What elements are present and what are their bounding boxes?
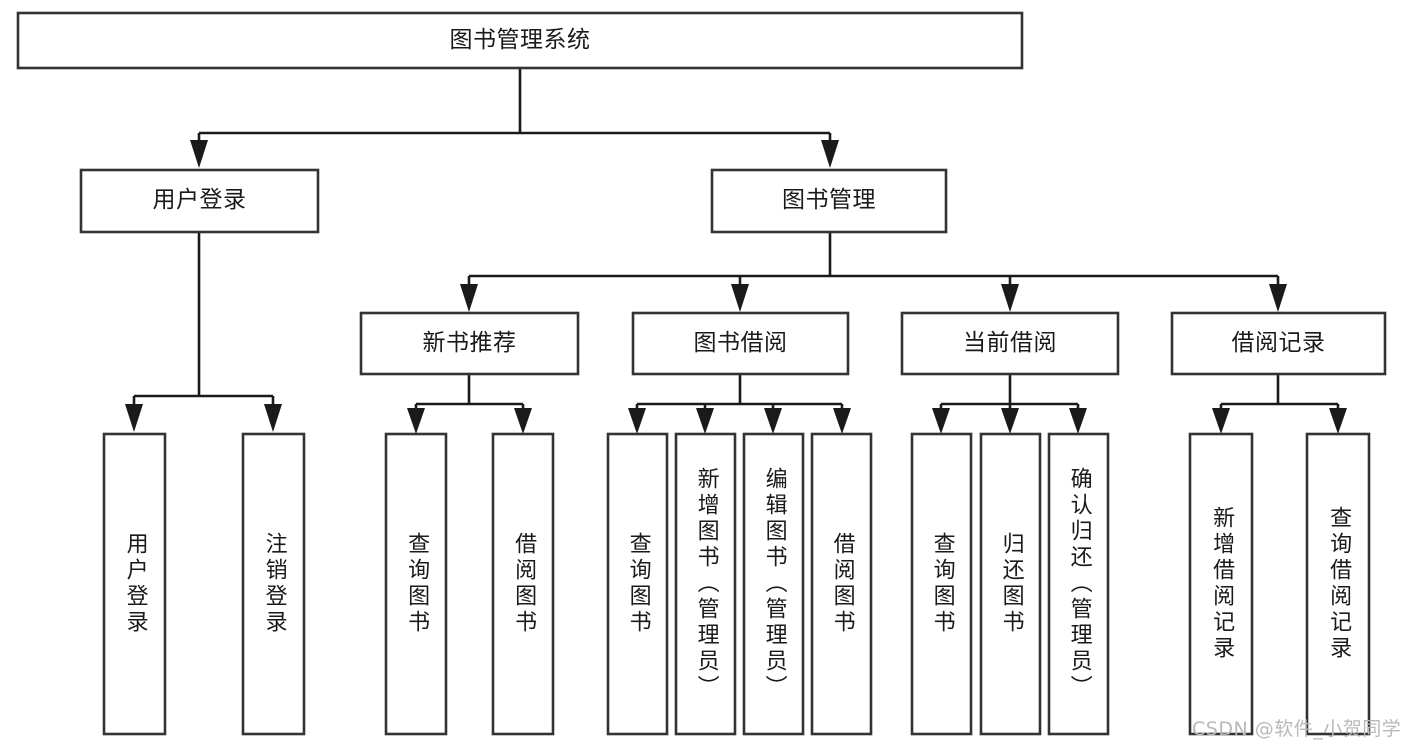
node-box-leaf-br-1[interactable] — [1188, 432, 1254, 736]
arrowhead-br-leaf2 — [1329, 408, 1347, 434]
arrowhead-bb-leaf2 — [696, 408, 714, 434]
arrowhead-nbr-leaf2 — [514, 408, 532, 434]
arrowhead-cb-leaf3 — [1069, 408, 1087, 434]
arrowhead-bb-leaf1 — [628, 408, 646, 434]
node-box-new-book-recommend[interactable] — [359, 311, 580, 376]
node-box-leaf-bb-3[interactable] — [742, 432, 805, 736]
node-box-current-borrow[interactable] — [900, 311, 1120, 376]
connectors-book-manage-to-level3 — [460, 232, 1287, 312]
node-box-leaf-cb-1[interactable] — [910, 432, 973, 736]
connectors-root-to-level2 — [190, 68, 839, 168]
connectors-new-book-recommend-to-leaves — [407, 374, 532, 434]
arrowhead-nbr-leaf1 — [407, 408, 425, 434]
node-box-book-borrow[interactable] — [631, 311, 850, 376]
node-box-leaf-bb-2[interactable] — [674, 432, 737, 736]
arrowhead-borrow-record — [1269, 284, 1287, 312]
node-box-leaf-nbr-1[interactable] — [384, 432, 448, 736]
connectors-user-login-to-leaves — [125, 232, 282, 432]
node-box-leaf-nbr-2[interactable] — [491, 432, 555, 736]
node-box-leaf-cb-2[interactable] — [979, 432, 1042, 736]
arrowhead-new-book-recommend — [460, 284, 478, 312]
node-box-leaf-ul-2[interactable] — [241, 432, 306, 736]
arrowhead-book-manage — [821, 140, 839, 168]
arrowhead-br-leaf1 — [1212, 408, 1230, 434]
arrowhead-ul-leaf2 — [264, 404, 282, 432]
connectors-book-borrow-to-leaves — [628, 374, 851, 434]
connectors-borrow-record-to-leaves — [1212, 374, 1347, 434]
node-box-leaf-bb-1[interactable] — [606, 432, 669, 736]
arrowhead-ul-leaf1 — [125, 404, 143, 432]
arrowhead-cb-leaf1 — [932, 408, 950, 434]
arrowhead-current-borrow — [1001, 284, 1019, 312]
node-box-leaf-ul-1[interactable] — [102, 432, 167, 736]
node-box-book-manage[interactable] — [710, 168, 948, 234]
arrowhead-cb-leaf2 — [1001, 408, 1019, 434]
arrowhead-bb-leaf3 — [764, 408, 782, 434]
node-box-borrow-record[interactable] — [1170, 311, 1387, 376]
arrowhead-bb-leaf4 — [833, 408, 851, 434]
node-box-leaf-bb-4[interactable] — [810, 432, 873, 736]
arrowhead-user-login — [190, 140, 208, 168]
node-box-leaf-cb-3[interactable] — [1047, 432, 1110, 736]
node-box-root[interactable] — [16, 11, 1024, 70]
connectors-current-borrow-to-leaves — [932, 374, 1087, 434]
node-box-user-login[interactable] — [79, 168, 320, 234]
node-box-leaf-br-2[interactable] — [1305, 432, 1371, 736]
arrowhead-book-borrow — [731, 284, 749, 312]
watermark-text: CSDN @软件_小贺同学 — [1192, 718, 1402, 740]
